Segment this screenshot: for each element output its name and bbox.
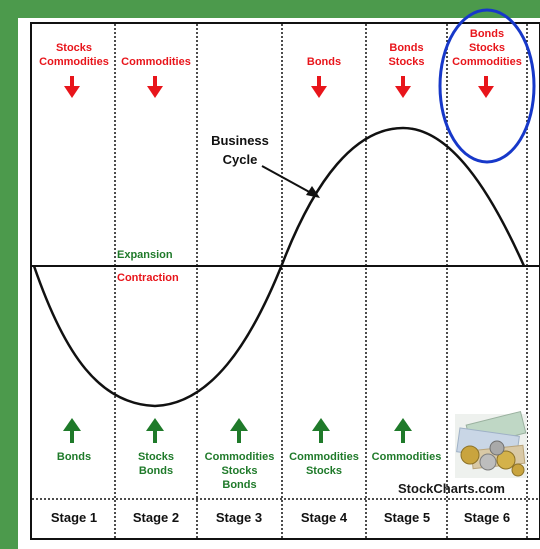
contraction-label: Contraction [117, 272, 179, 284]
top-label-stage-5-line-2: Stocks [388, 56, 425, 68]
bottom-label-stage-4-line-1: Commodities [289, 451, 359, 463]
bottom-label-stage-1-line-1: Bonds [56, 451, 92, 463]
bottom-label-stage-1: Bonds [33, 450, 115, 464]
top-label-stage-4-line-1: Bonds [306, 56, 342, 68]
top-label-stage-2: Commodities [115, 55, 197, 69]
up-arrows [63, 418, 412, 443]
down-arrows [64, 76, 494, 98]
stage-label-5: Stage 5 [383, 510, 431, 525]
bottom-label-stage-5: Commodities [366, 450, 447, 464]
top-label-stage-6: Bonds Stocks Commodities [447, 27, 527, 69]
top-label-stage-6-line-3: Commodities [452, 56, 522, 68]
bottom-label-stage-4-line-2: Stocks [305, 465, 343, 477]
bottom-label-stage-2-line-2: Bonds [138, 465, 174, 477]
business-cycle-label-line-1: Business [211, 133, 269, 148]
bottom-label-stage-2-line-1: Stocks [137, 451, 175, 463]
up-arrow-stage-4 [312, 418, 330, 443]
bottom-label-stage-5-line-1: Commodities [371, 451, 442, 463]
stage-label-4: Stage 4 [300, 510, 348, 525]
top-label-stage-1-line-1: Stocks [55, 42, 93, 54]
bottom-label-stage-3: Commodities Stocks Bonds [197, 450, 282, 492]
stage-label-6: Stage 6 [463, 510, 511, 525]
expansion-label: Expansion [117, 249, 173, 261]
down-arrow-stage-4 [311, 76, 327, 98]
money-image [455, 410, 527, 478]
business-cycle-label-line-2: Cycle [222, 152, 258, 167]
top-label-stage-1: Stocks Commodities [33, 41, 115, 69]
bottom-label-stage-3-line-3: Bonds [222, 479, 257, 491]
top-label-stage-6-line-2: Stocks [468, 42, 506, 54]
stockcharts-watermark: StockCharts.com [398, 481, 505, 496]
up-arrow-stage-2 [146, 418, 164, 443]
stage-6-highlight-circle [438, 8, 536, 164]
stage-label-3: Stage 3 [215, 510, 263, 525]
down-arrow-stage-2 [147, 76, 163, 98]
top-label-stage-6-line-1: Bonds [469, 28, 505, 40]
bottom-label-stage-4: Commodities Stocks [282, 450, 366, 478]
top-label-stage-2-line-1: Commodities [121, 56, 191, 68]
bottom-label-stage-3-line-2: Stocks [221, 465, 258, 477]
business-cycle-curve [32, 126, 526, 408]
bottom-label-stage-3-line-1: Commodities [204, 451, 275, 463]
up-arrow-stage-1 [63, 418, 81, 443]
down-arrow-stage-6 [478, 76, 494, 98]
up-arrow-stage-3 [230, 418, 248, 443]
stage-label-2: Stage 2 [132, 510, 180, 525]
business-cycle-label: Business Cycle [200, 131, 280, 169]
up-arrow-stage-5 [394, 418, 412, 443]
stage-label-1: Stage 1 [50, 510, 98, 525]
cycle-pointer-head [306, 186, 320, 198]
inner-panel [18, 18, 540, 549]
top-label-stage-4: Bonds [282, 55, 366, 69]
bottom-label-stage-2: Stocks Bonds [115, 450, 197, 478]
down-arrow-stage-5 [395, 76, 411, 98]
down-arrow-stage-1 [64, 76, 80, 98]
diagram-border [30, 22, 540, 540]
top-label-stage-5: Bonds Stocks [366, 41, 447, 69]
cycle-pointer-line [261, 165, 314, 195]
top-label-stage-1-line-2: Commodities [39, 56, 109, 68]
top-label-stage-5-line-1: Bonds [389, 42, 424, 54]
